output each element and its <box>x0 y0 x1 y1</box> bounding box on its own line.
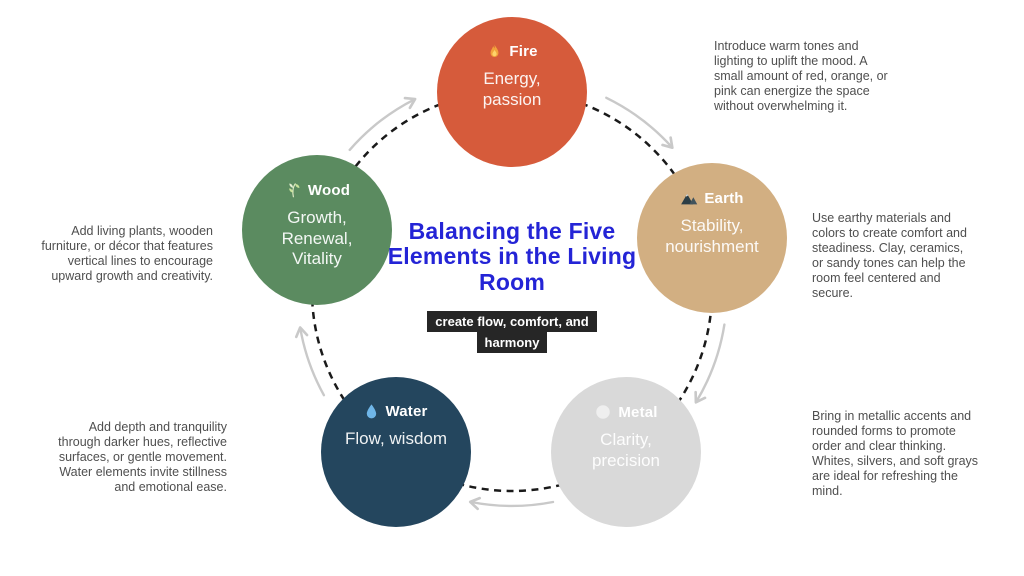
mountain-icon <box>681 193 698 205</box>
element-name-label: Metal <box>618 403 658 421</box>
element-circle-wood: Wood Growth, Renewal, Vitality <box>242 155 392 305</box>
element-circle-water: Water Flow, wisdom <box>321 377 471 527</box>
note-wood: Add living plants, wooden furniture, or … <box>41 223 213 283</box>
element-name-earth: Earth <box>680 189 743 207</box>
element-name-water: Water <box>364 403 427 420</box>
cycle-arrow-wood-to-fire <box>348 96 417 152</box>
element-description: Stability, nourishment <box>665 216 759 256</box>
element-name-fire: Fire <box>486 43 537 60</box>
element-name-label: Earth <box>704 189 744 207</box>
element-description: Energy, passion <box>482 69 542 109</box>
element-name-metal: Metal <box>594 403 657 421</box>
cycle-arrow-fire-to-earth <box>605 96 674 150</box>
droplet-icon <box>367 404 377 419</box>
cycle-arrow-earth-to-metal <box>694 323 726 404</box>
page-title: Balancing the Five Elements in the Livin… <box>387 218 637 295</box>
cycle-arrow-metal-to-water <box>468 496 555 511</box>
title-block: Balancing the Five Elements in the Livin… <box>387 218 637 295</box>
element-circle-fire: Fire Energy, passion <box>437 17 587 167</box>
element-circle-earth: Earth Stability, nourishment <box>637 163 787 313</box>
element-circle-metal: Metal Clarity, precision <box>551 377 701 527</box>
flame-icon <box>490 44 499 58</box>
note-water: Add depth and tranquility through darker… <box>58 419 227 494</box>
element-name-label: Wood <box>307 181 351 199</box>
subtitle-text: create flow, comfort, and harmony <box>427 311 597 354</box>
element-name-wood: Wood <box>284 181 350 199</box>
note-fire: Introduce warm tones and lighting to upl… <box>714 38 888 113</box>
subtitle-block: create flow, comfort, and harmony <box>412 311 612 354</box>
element-description: Flow, wisdom <box>344 429 448 448</box>
note-earth: Use earthy materials and colors to creat… <box>812 210 967 300</box>
element-description: Clarity, precision <box>591 430 661 470</box>
element-description: Growth, Renewal, Vitality <box>281 208 353 269</box>
sphere-icon <box>596 405 611 419</box>
element-name-label: Fire <box>509 43 538 60</box>
cycle-arrow-water-to-wood <box>294 326 326 397</box>
sprig-icon <box>289 183 300 198</box>
element-name-label: Water <box>385 403 428 420</box>
note-metal: Bring in metallic accents and rounded fo… <box>812 408 979 498</box>
